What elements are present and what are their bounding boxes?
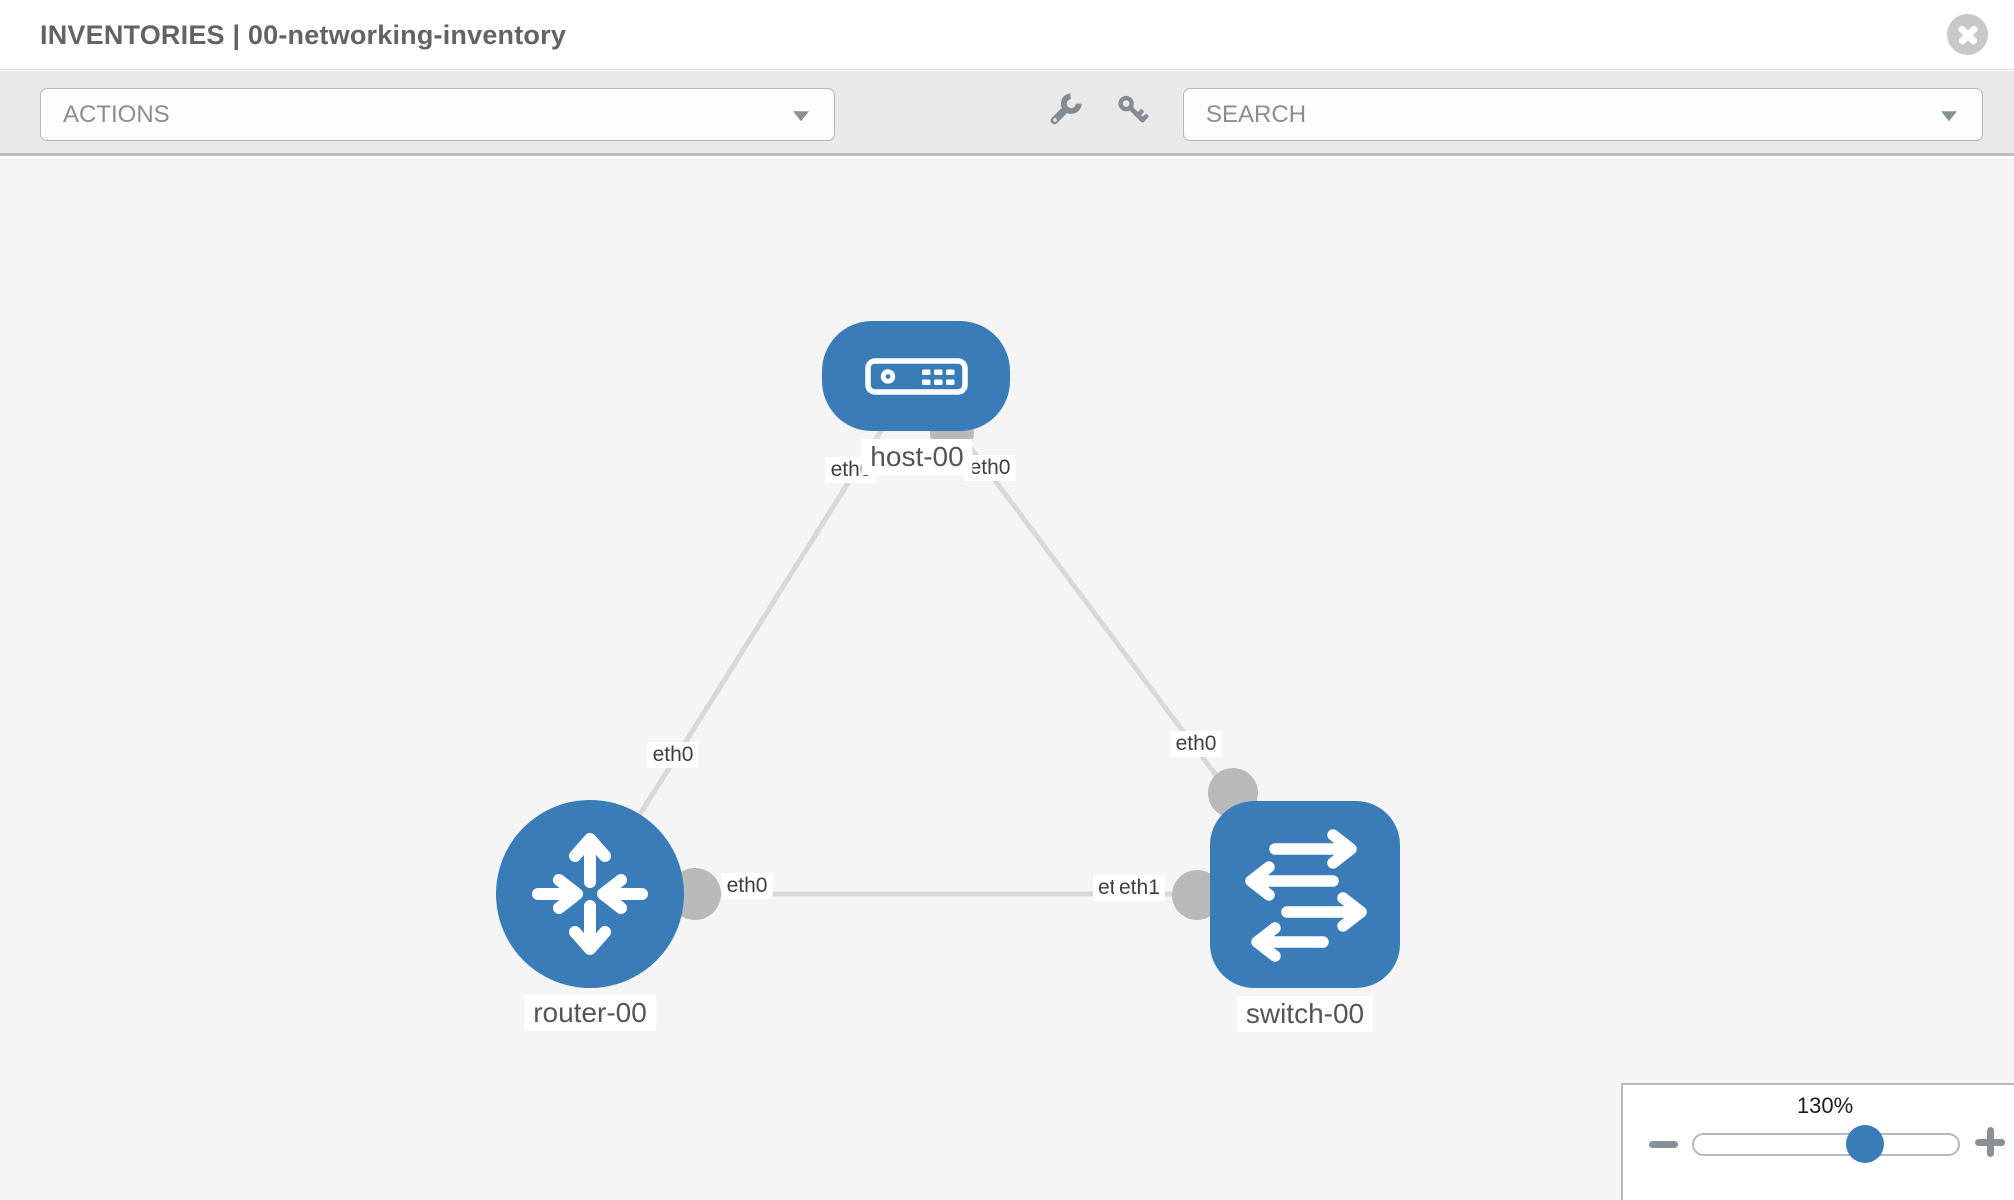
key-icon [1118,95,1149,123]
page-title: INVENTORIES | 00-networking-inventory [40,20,567,50]
search-dropdown-label: SEARCH [1206,100,1307,128]
node-label-router: router-00 [524,995,656,1031]
close-button[interactable] [1947,14,1988,55]
node-router-00[interactable] [496,800,684,988]
node-label-host: host-00 [861,439,973,475]
zoom-slider-thumb[interactable] [1846,1125,1884,1163]
toolbar: ACTIONS SEARCH [0,71,2014,156]
interface-circle-switch-left [1172,870,1222,920]
chevron-down-icon [793,110,809,121]
router-icon [532,833,648,955]
chevron-down-icon [1941,110,1957,121]
search-dropdown[interactable]: SEARCH [1183,88,1983,141]
topology-graph [496,321,1400,988]
node-switch-00[interactable] [1210,801,1400,988]
zoom-in-button[interactable] [1975,1127,2005,1157]
configure-button[interactable] [1043,85,1089,137]
actions-dropdown-label: ACTIONS [63,100,170,128]
zoom-value: 130% [1796,1093,1854,1118]
zoom-slider-track[interactable] [1692,1133,1960,1156]
plus-icon [1986,1127,1994,1157]
credentials-button[interactable] [1110,85,1156,137]
header: INVENTORIES | 00-networking-inventory [0,0,2014,70]
node-label-switch: switch-00 [1236,996,1374,1032]
interface-label: eth0 [647,742,699,768]
interface-label: eth1 [1114,875,1165,901]
zoom-out-button[interactable] [1649,1141,1678,1148]
topology-canvas: eth0 eth0 eth0 eth0 eth0 eth1 eth1 host-… [0,159,2014,1200]
interface-label: eth0 [721,873,773,899]
node-host-00[interactable] [822,321,1010,431]
interface-label: eth0 [1170,731,1222,757]
switch-icon [1245,829,1367,962]
wrench-icon [1050,93,1082,125]
actions-dropdown[interactable]: ACTIONS [40,88,835,141]
interface-label: eth0 [964,455,1016,481]
host-icon [865,358,968,395]
zoom-control-panel: 130% [1621,1083,2014,1200]
